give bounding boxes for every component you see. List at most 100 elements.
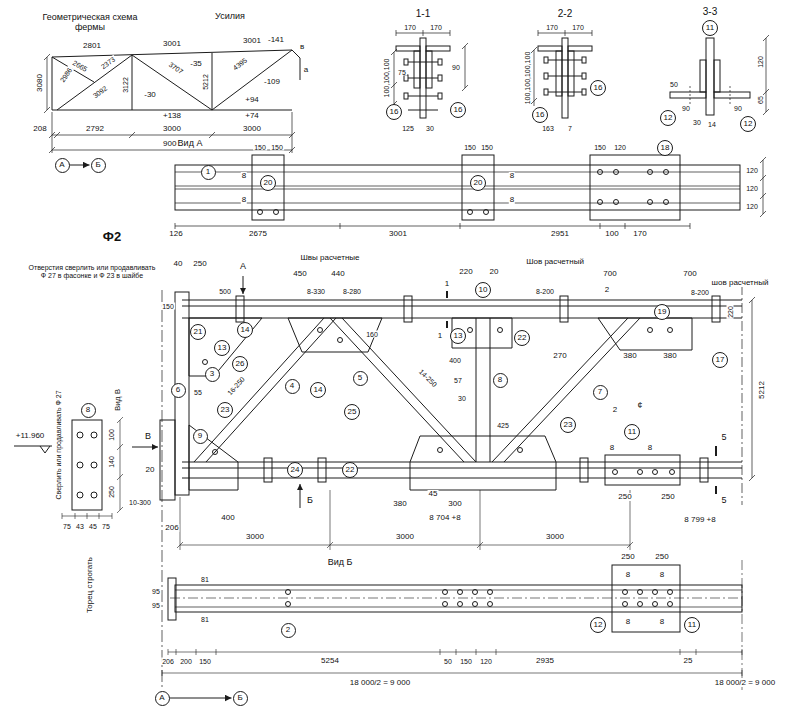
view-title: Усилия	[214, 12, 246, 21]
dimension-label: 14-250	[417, 367, 439, 389]
dimension-label: 440	[330, 270, 345, 278]
callout-circle: 13	[214, 340, 230, 356]
callout-circle: 16	[450, 102, 466, 118]
view-a	[484, 210, 489, 215]
dimension-label: Сверлить или продавливать Ф 27	[55, 389, 62, 500]
dimension-label: 3092	[91, 84, 109, 100]
dimension-label: 2951	[550, 230, 570, 238]
truss-elevation	[653, 470, 658, 475]
dimension-label: 160	[365, 331, 379, 338]
truss-elevation	[668, 328, 673, 333]
dimension-label: 75	[62, 523, 72, 530]
dimension-label: 3000	[162, 125, 182, 133]
view-v	[91, 462, 97, 468]
callout-circle: 10	[475, 282, 491, 298]
view-b	[458, 602, 463, 607]
dimension-label: 3001	[162, 40, 182, 48]
dimension-label: 150	[480, 144, 494, 151]
dimension-label: 8	[647, 444, 653, 452]
callout-circle: 20	[470, 175, 486, 191]
view-a	[598, 200, 603, 205]
truss-elevation	[598, 318, 692, 350]
callout-number: 14	[241, 326, 250, 334]
callout-circle: 14	[237, 322, 253, 338]
truss-elevation	[318, 458, 326, 482]
truss-scheme	[212, 53, 213, 110]
callout-circle: 19	[654, 304, 670, 320]
section-1-1	[462, 43, 468, 91]
view-a	[175, 172, 740, 203]
callout-circle: 20	[260, 175, 276, 191]
callout-circle: Б	[91, 158, 106, 173]
dimension-label: 380	[392, 500, 407, 508]
view-b	[443, 602, 448, 607]
dimension-label: 120	[613, 144, 627, 151]
callout-circle: 16	[532, 107, 548, 123]
dimension-label: 450	[292, 270, 307, 278]
dimension-label: 43	[75, 523, 85, 530]
dimension-label: 8	[625, 571, 631, 579]
dimension-label: Торец строгать	[86, 556, 94, 614]
section-1-1	[426, 46, 450, 51]
view-v	[117, 417, 123, 513]
dimension-label: 150	[463, 144, 477, 151]
dimension-label: 8-200	[535, 288, 555, 295]
dimension-label: 2665	[71, 59, 90, 74]
dimension-label: 55	[193, 389, 203, 396]
dimension-line	[52, 112, 292, 153]
dimension-label: 2935	[535, 657, 555, 665]
dimension-label: 30	[425, 125, 435, 132]
dimension-label: 170	[545, 24, 559, 31]
dimension-label: -109	[263, 78, 281, 86]
callout-circle: 14	[310, 382, 326, 398]
truss-elevation	[468, 328, 473, 333]
dimension-label: 8	[509, 196, 515, 204]
view-b	[162, 560, 742, 690]
section-1-1	[404, 59, 408, 65]
view-v	[77, 492, 83, 498]
view-title: 5	[720, 496, 727, 505]
callout-circle: 12	[590, 617, 606, 633]
callout-number: 16	[594, 84, 603, 92]
dimension-label: 1	[437, 332, 443, 340]
truss-elevation	[264, 458, 272, 482]
view-a	[664, 200, 669, 205]
dimension-label: 150	[198, 658, 212, 665]
callout-number: А	[159, 694, 164, 702]
dimension-label: 150	[253, 144, 267, 151]
callout-number: 13	[454, 332, 463, 340]
truss-elevation	[560, 296, 568, 322]
section-2-2	[582, 89, 586, 95]
view-b	[175, 590, 742, 607]
dimension-label: 170	[403, 24, 417, 31]
dimension-label: 120	[745, 167, 759, 174]
truss-elevation	[580, 458, 588, 482]
dimension-label: 25	[683, 657, 694, 665]
dimension-label: 3122	[122, 76, 129, 94]
dimension-label: 400	[448, 357, 462, 364]
callout-circle: 12	[660, 110, 676, 126]
callout-number: 17	[716, 356, 725, 364]
callout-number: 20	[474, 179, 483, 187]
view-a	[252, 155, 284, 220]
view-a	[258, 210, 263, 215]
axis-connector	[170, 698, 232, 699]
dimension-label: 75	[101, 523, 111, 530]
view-b	[458, 590, 463, 595]
callout-number: 3	[210, 370, 214, 378]
view-b	[668, 602, 673, 607]
dimension-label: 95	[151, 602, 161, 609]
truss-elevation	[452, 318, 512, 348]
dimension-label: 150	[270, 144, 284, 151]
truss-elevation	[700, 458, 708, 482]
truss-elevation	[14, 446, 52, 453]
dimension-label: 8	[241, 172, 247, 180]
dimension-label: 90	[733, 105, 743, 112]
dimension-label: шов расчетный	[711, 279, 770, 287]
dimension-label: в	[299, 43, 305, 51]
dimension-label: 8	[659, 618, 665, 626]
section-2-2	[544, 89, 548, 95]
dimension-label: 8-330	[306, 288, 326, 295]
